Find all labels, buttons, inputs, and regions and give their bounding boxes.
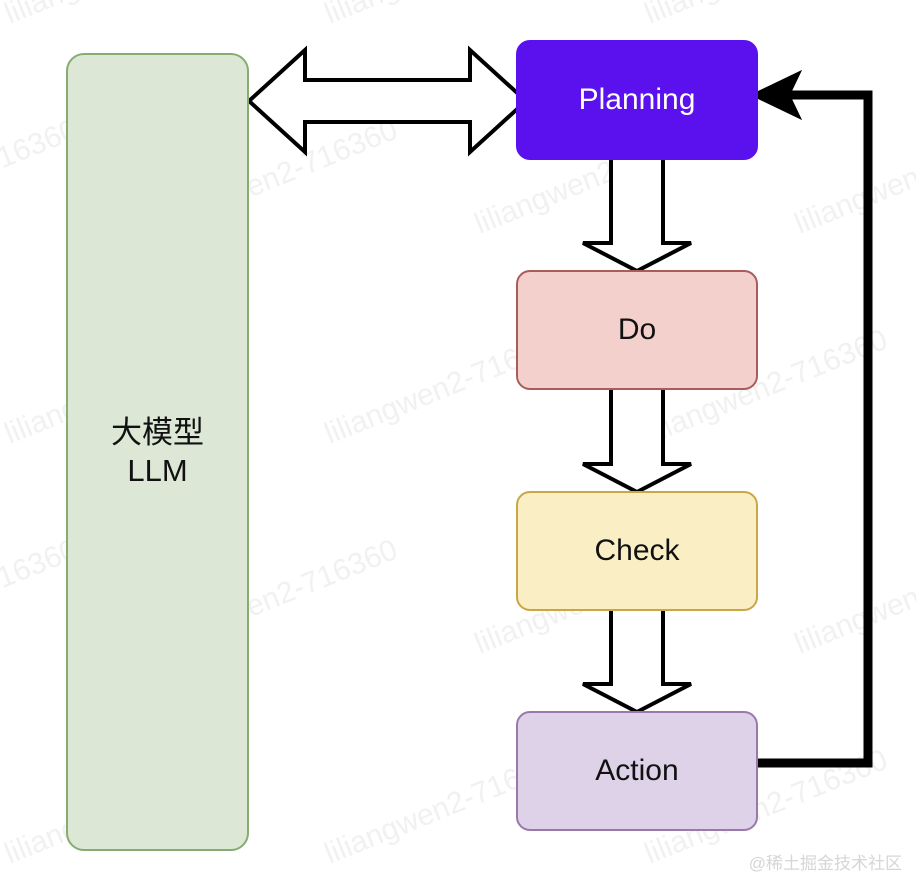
node-check[interactable]: Check [516,491,758,611]
edge-do-check-arrow [582,386,692,495]
node-llm[interactable]: 大模型 LLM [66,53,249,851]
edge-check-action-arrow [582,607,692,715]
node-action-label: Action [595,753,679,787]
edge-planning-do-arrow [582,156,692,274]
node-do[interactable]: Do [516,270,758,390]
node-do-label: Do [617,312,657,346]
node-llm-label: 大模型 LLM [111,415,204,488]
node-planning[interactable]: Planning [516,40,758,160]
credit-watermark: @稀土掘金技术社区 [748,854,902,873]
node-action[interactable]: Action [516,711,758,831]
node-planning-label: Planning [578,82,696,116]
edge-action-planning-feedback-line [758,90,873,768]
edge-action-planning-feedback-arrowhead [749,69,803,121]
node-check-label: Check [594,533,680,567]
